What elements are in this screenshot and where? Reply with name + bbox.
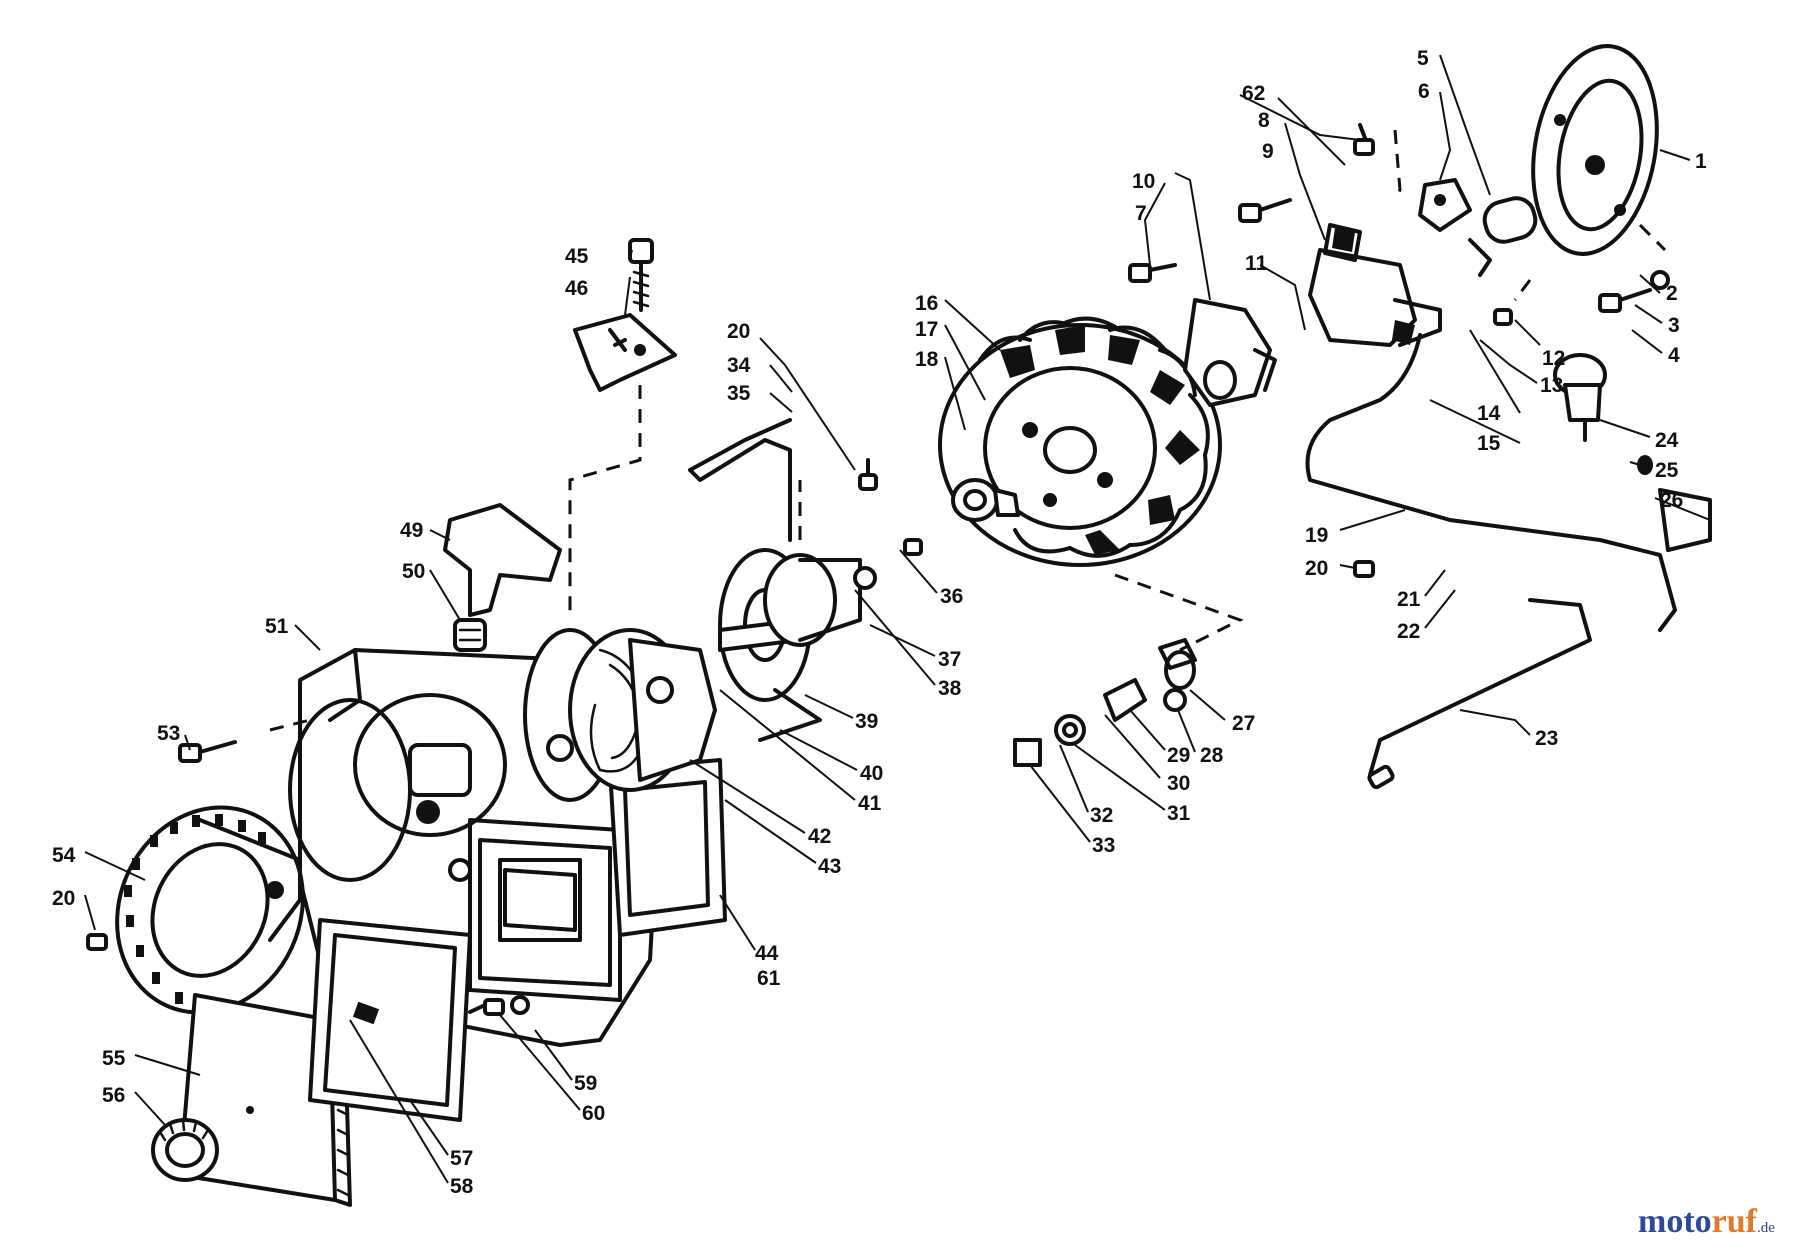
- ignition-lead-part: [1305, 333, 1677, 790]
- part-label-58: 58: [450, 1175, 474, 1198]
- condenser-part: [1468, 196, 1538, 277]
- part-label-53: 53: [157, 722, 180, 745]
- part-label-57: 57: [450, 1147, 473, 1170]
- part-label-34: 34: [727, 354, 751, 377]
- part-label-36: 36: [940, 585, 963, 608]
- part-label-44: 44: [755, 942, 779, 965]
- assembly-guide-lines: [269, 129, 1667, 732]
- flywheel-nut-part: [951, 478, 1020, 522]
- part-label-25: 25: [1655, 459, 1679, 482]
- part-label-46: 46: [565, 277, 588, 300]
- handle-bracket-part: [573, 313, 677, 392]
- part-label-2: 2: [1666, 282, 1678, 305]
- part-label-11: 11: [1245, 252, 1268, 275]
- flywheel-part: [938, 316, 1222, 567]
- small-parts-cluster: [1013, 638, 1197, 767]
- gasket-part: [308, 918, 472, 1122]
- part-label-41: 41: [858, 792, 882, 815]
- part-label-9: 9: [1262, 140, 1274, 163]
- part-label-6: 6: [1418, 80, 1430, 103]
- part-label-23: 23: [1535, 727, 1558, 750]
- watermark-brand-suffix: .de: [1757, 1220, 1775, 1236]
- part-label-33: 33: [1092, 834, 1115, 857]
- part-label-14: 14: [1477, 402, 1501, 425]
- watermark-brand-accent: ruf: [1712, 1203, 1758, 1240]
- part-label-43: 43: [818, 855, 841, 878]
- part-label-54: 54: [52, 844, 76, 867]
- ignition-coil-part: [1308, 223, 1442, 347]
- part-label-38: 38: [938, 677, 962, 700]
- part-label-15: 15: [1477, 432, 1501, 455]
- part-label-28: 28: [1200, 744, 1224, 767]
- spark-plug-terminal-part: [1553, 353, 1712, 552]
- part-label-59: 59: [574, 1072, 597, 1095]
- part-label-24: 24: [1655, 429, 1679, 452]
- part-label-37: 37: [938, 648, 961, 671]
- callout-leaders: [84, 54, 1711, 1184]
- part-label-61: 61: [757, 967, 781, 990]
- part-label-29: 29: [1167, 744, 1190, 767]
- part-label-7: 7: [1135, 202, 1147, 225]
- breaker-cover-part: [1183, 298, 1277, 407]
- rope-insert-part: [453, 618, 487, 652]
- starter-cup-part: [718, 548, 877, 742]
- part-label-42: 42: [808, 825, 831, 848]
- part-label-56: 56: [102, 1084, 125, 1107]
- part-label-45: 45: [565, 245, 589, 268]
- starter-grip-part: [443, 503, 562, 617]
- part-label-3: 3: [1668, 314, 1680, 337]
- part-label-21: 21: [1397, 588, 1421, 611]
- part-label-12: 12: [1542, 347, 1565, 370]
- part-label-62: 62: [1242, 82, 1265, 105]
- part-label-50: 50: [402, 560, 425, 583]
- watermark-logo: motoruf.de: [1638, 1203, 1775, 1240]
- part-label-51: 51: [265, 615, 289, 638]
- watermark-brand-main: moto: [1638, 1203, 1712, 1240]
- part-label-19: 19: [1305, 524, 1328, 547]
- part-label-8: 8: [1258, 109, 1270, 132]
- part-label-30: 30: [1167, 772, 1190, 795]
- part-label-22: 22: [1397, 620, 1420, 643]
- breaker-points-part: [1418, 178, 1472, 232]
- cover-knob-part: [151, 1118, 219, 1182]
- part-label-18: 18: [915, 348, 939, 371]
- part-label-49: 49: [400, 519, 423, 542]
- svg-text:motoruf.de: motoruf.de: [1638, 1203, 1775, 1240]
- bolt-45-part: [628, 238, 654, 312]
- part-label-1: 1: [1695, 150, 1707, 173]
- throttle-rod-part: [688, 418, 792, 542]
- starter-pulley-part: [523, 628, 717, 802]
- part-label-26: 26: [1660, 489, 1683, 512]
- part-label-27: 27: [1232, 712, 1255, 735]
- part-label-55: 55: [102, 1047, 126, 1070]
- armature-plate-part: [1531, 44, 1659, 256]
- part-label-20c: 20: [52, 887, 75, 910]
- part-label-39: 39: [855, 710, 878, 733]
- part-label-16: 16: [915, 292, 938, 315]
- part-label-4: 4: [1668, 344, 1680, 367]
- part-label-31: 31: [1167, 802, 1191, 825]
- part-label-20a: 20: [727, 320, 750, 343]
- part-label-60: 60: [582, 1102, 605, 1125]
- muffler-part: [608, 758, 727, 937]
- part-label-20b: 20: [1305, 557, 1328, 580]
- part-number-labels: 1 2 3 4 5 6 7 8 9 10 11 12 13 14 15 16 1…: [52, 47, 1707, 1198]
- part-label-13: 13: [1540, 374, 1563, 397]
- screws-group: [86, 123, 1670, 1016]
- part-label-17: 17: [915, 318, 938, 341]
- part-label-32: 32: [1090, 804, 1113, 827]
- part-label-5: 5: [1417, 47, 1429, 70]
- part-label-40: 40: [860, 762, 883, 785]
- part-label-10: 10: [1132, 170, 1155, 193]
- part-label-35: 35: [727, 382, 751, 405]
